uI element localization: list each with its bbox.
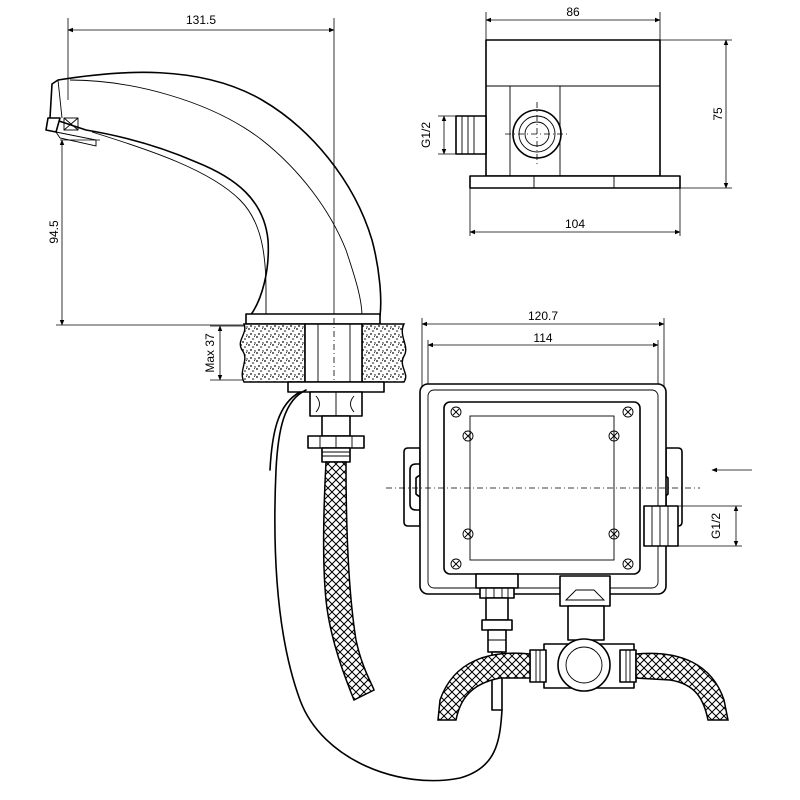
dim-label-114: 114 <box>533 331 552 345</box>
dim-box-height: 75 <box>660 39 732 189</box>
dim-faucet-height: 94.5 <box>47 139 248 326</box>
dim-label-120-7: 120.7 <box>528 309 558 323</box>
box-housing-top <box>485 39 661 177</box>
dim-label-104: 104 <box>565 217 585 231</box>
tee-fitting <box>529 638 637 692</box>
lid-screws <box>450 406 634 570</box>
dim-label-g12-side: G1/2 <box>709 513 723 539</box>
dim-label-g12-top: G1/2 <box>419 122 433 148</box>
dim-thread-top: G1/2 <box>419 115 456 155</box>
control-box-top-view: 86 G1/2 <box>419 5 732 236</box>
dim-thread-side: G1/2 <box>678 505 742 547</box>
braided-hose-tee-right <box>635 652 729 721</box>
dim-box-outer: 120.7 <box>421 309 665 390</box>
dim-label-75: 75 <box>711 107 725 121</box>
outlet-valve <box>559 575 611 641</box>
dim-box-base: 104 <box>469 188 681 236</box>
braided-hose-left <box>322 461 375 702</box>
aerator <box>45 117 97 147</box>
braided-hose-tee-left <box>437 652 531 721</box>
faucet-spout-outline <box>49 71 382 317</box>
sensor-connector <box>475 573 519 711</box>
faucet-view: 131.5 94.5 <box>45 13 503 782</box>
sensor-cable <box>274 389 503 782</box>
box-base-plate <box>469 175 681 189</box>
dim-label-131-5: 131.5 <box>186 13 216 27</box>
dim-box-width-top: 86 <box>485 5 661 40</box>
dim-counter-max: Max 37 <box>203 325 244 381</box>
dim-faucet-width: 131.5 <box>67 13 335 318</box>
dim-label-94-5: 94.5 <box>47 220 61 244</box>
faucet-base-collar <box>245 313 381 325</box>
dim-label-86: 86 <box>566 5 580 19</box>
dim-box-inner: 114 <box>427 331 659 390</box>
control-box-front-view: 120.7 114 <box>386 309 752 721</box>
countertop-section <box>239 318 407 450</box>
mounting-nut <box>287 381 385 463</box>
dim-label-max-37: Max 37 <box>203 333 217 373</box>
inlet-fitting-top <box>455 115 487 155</box>
inlet-fitting-side <box>643 505 679 547</box>
